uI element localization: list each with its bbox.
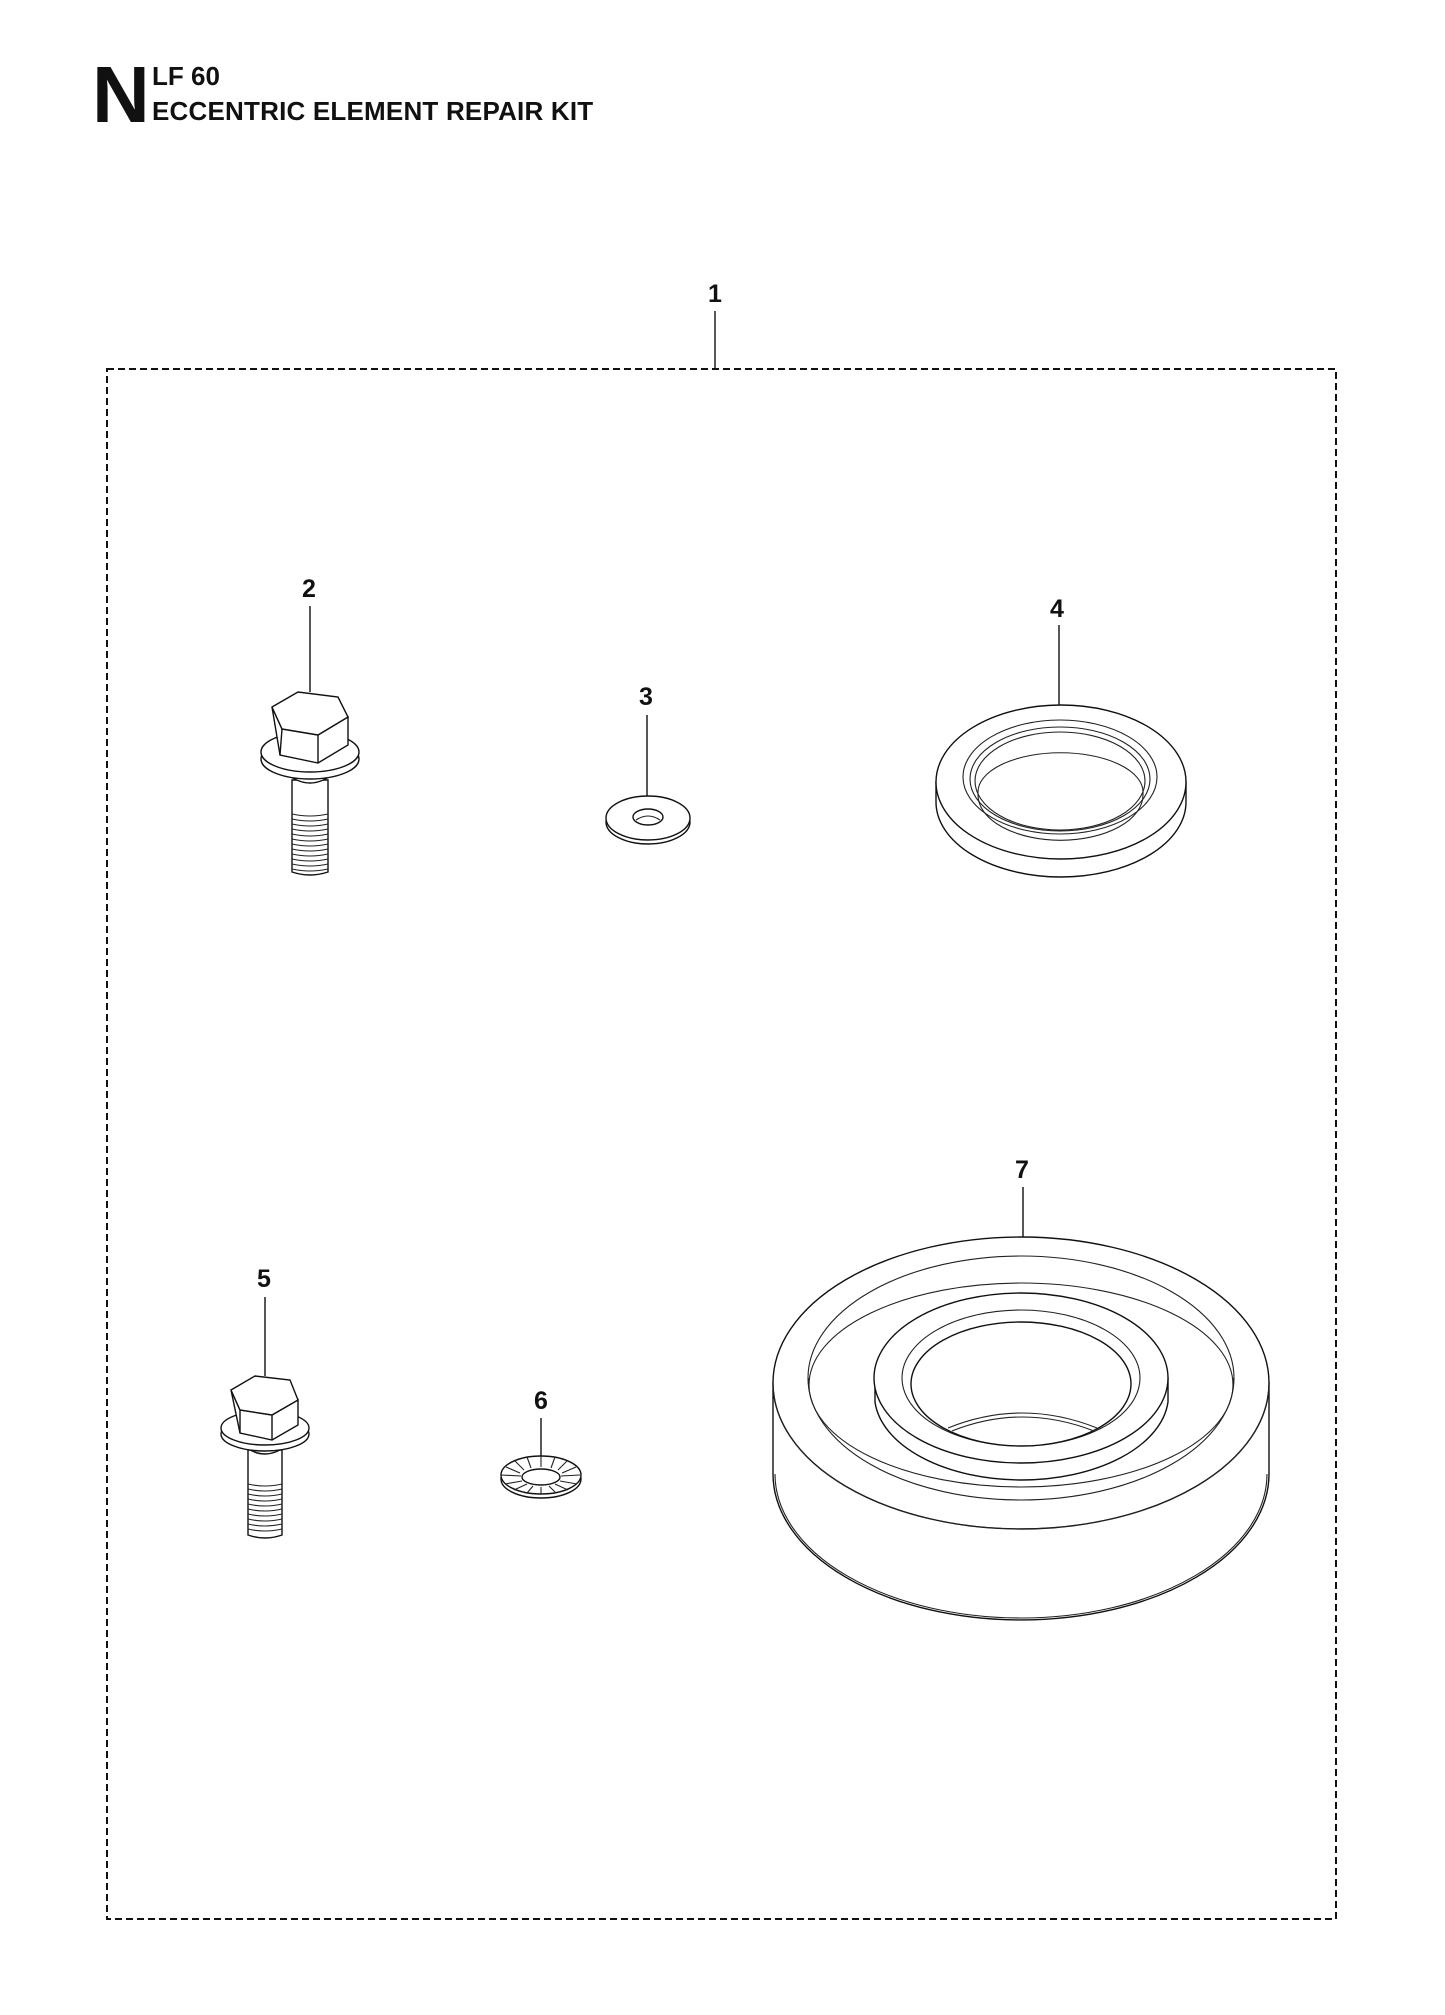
part-4-seal-ring[interactable]: 4 — [935, 595, 1187, 878]
part-5-flange-bolt[interactable]: 5 — [220, 1265, 310, 1539]
page-title: ECCENTRIC ELEMENT REPAIR KIT — [152, 96, 594, 126]
kit-callout-1[interactable]: 1 — [708, 280, 722, 369]
kit-boundary-dashed-box — [106, 368, 1337, 1920]
callout-number: 2 — [302, 575, 316, 603]
part-2-flange-bolt[interactable]: 2 — [260, 575, 360, 876]
model-name: LF 60 — [152, 61, 220, 91]
callout-number: 6 — [534, 1387, 548, 1415]
callout-number: 5 — [257, 1265, 271, 1293]
part-6-serrated-lock-washer[interactable]: 6 — [500, 1387, 582, 1499]
callout-number: 3 — [639, 683, 653, 711]
callout-number: 7 — [1015, 1156, 1029, 1184]
part-7-ball-bearing[interactable]: 7 — [772, 1156, 1270, 1621]
callout-number: 4 — [1050, 595, 1064, 623]
part-3-flat-washer[interactable]: 3 — [605, 683, 691, 845]
section-letter: N — [92, 50, 150, 139]
callout-number: 1 — [708, 280, 722, 308]
